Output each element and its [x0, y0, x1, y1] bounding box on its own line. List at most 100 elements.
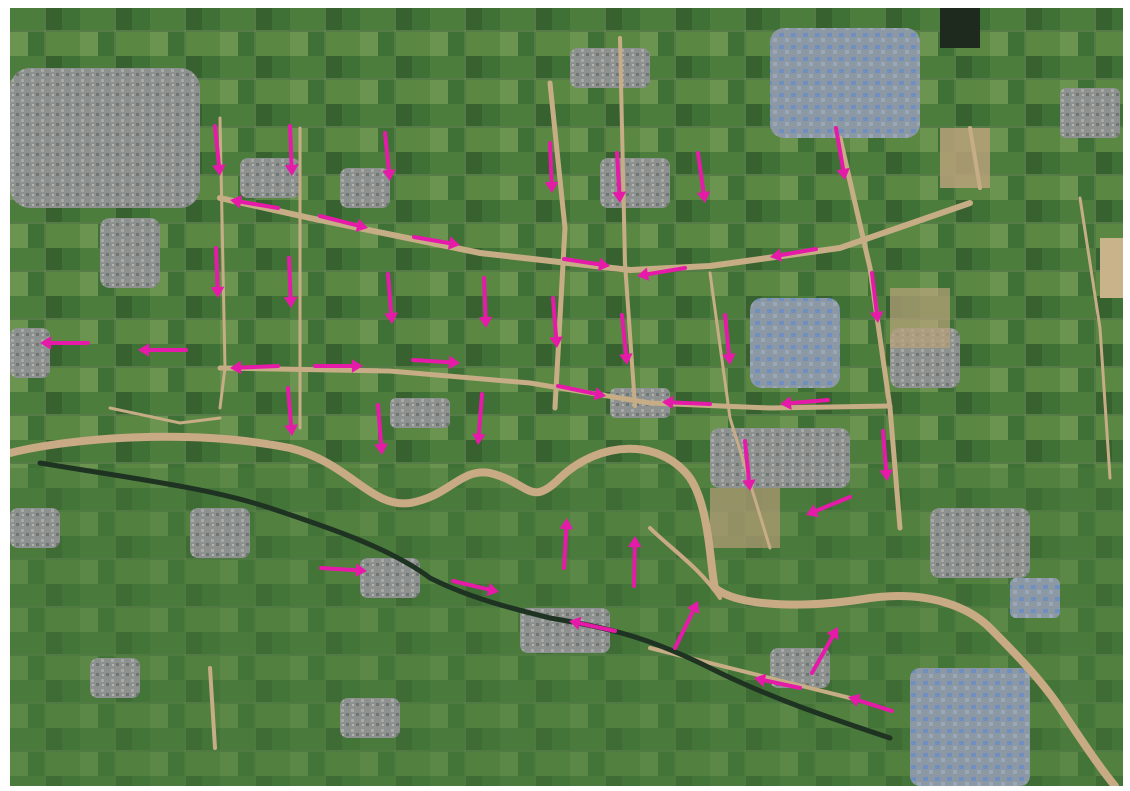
flow-arrow	[230, 360, 280, 375]
flow-arrow	[284, 124, 299, 176]
flow-arrow	[230, 195, 280, 210]
flow-arrow	[412, 235, 460, 250]
flow-arrow-head	[662, 395, 674, 410]
flow-arrow	[754, 673, 802, 690]
flow-arrow-shaft	[808, 495, 852, 516]
flow-arrow	[619, 313, 633, 365]
flow-arrow-shaft	[810, 629, 838, 675]
flow-arrow	[318, 214, 368, 232]
flow-arrow-head	[627, 536, 642, 548]
flow-arrow	[559, 518, 574, 570]
flow-arrow-shaft	[756, 677, 802, 690]
flow-arrow-head	[374, 443, 388, 455]
flow-arrow-head	[355, 218, 368, 232]
flow-arrow-head	[544, 181, 559, 193]
flow-arrow-head	[637, 267, 650, 281]
flow-arrow	[662, 395, 712, 410]
flow-arrow	[319, 563, 367, 578]
flow-arrow-shaft	[551, 296, 559, 346]
flow-arrow	[869, 271, 884, 323]
flow-arrow-shaft	[386, 272, 394, 322]
flow-arrow-shaft	[214, 246, 220, 296]
flow-arrow	[382, 131, 396, 181]
flow-arrow-head	[486, 582, 499, 597]
flow-arrow	[879, 429, 893, 481]
flow-arrow	[284, 386, 298, 436]
flow-arrow-head	[40, 336, 52, 350]
flow-arrow	[210, 246, 225, 298]
flow-arrow-head	[619, 353, 633, 365]
flow-arrow-shaft	[412, 235, 458, 247]
flow-arrow	[313, 359, 363, 373]
satellite-map	[10, 8, 1123, 786]
flow-arrow-head	[687, 601, 700, 614]
flow-arrow-head	[138, 343, 150, 357]
flow-arrow-head	[284, 164, 299, 176]
flow-arrow-shaft	[639, 266, 687, 278]
flow-arrow	[384, 272, 398, 324]
flow-arrow-shaft	[232, 364, 280, 370]
flow-arrow-head	[355, 563, 367, 578]
flow-arrow	[722, 313, 736, 365]
flow-arrow-shaft	[319, 566, 365, 573]
flow-arrow-head	[780, 396, 792, 410]
flow-arrow	[742, 439, 756, 491]
flow-arrow-shaft	[451, 579, 497, 593]
flow-arrow-shaft	[834, 126, 847, 178]
flow-arrow	[283, 256, 298, 308]
flow-arrow-head	[696, 191, 711, 203]
flow-arrow-shaft	[743, 439, 752, 489]
flow-arrow-shaft	[286, 386, 294, 434]
flow-arrow	[411, 355, 460, 370]
flow-arrow	[562, 257, 610, 272]
flow-arrow-head	[569, 616, 582, 630]
flow-arrow-head	[351, 359, 363, 373]
flow-arrow-head	[478, 316, 493, 328]
flow-arrow-shaft	[287, 256, 293, 306]
flow-arrow-shaft	[850, 696, 894, 713]
flow-arrow-shaft	[664, 400, 712, 406]
flow-arrow-shaft	[383, 131, 392, 179]
river	[10, 432, 1119, 786]
flow-arrow-head	[770, 248, 783, 262]
flow-arrow-shaft	[213, 124, 222, 174]
flow-arrow-head	[836, 167, 850, 180]
flow-arrow-shaft	[288, 124, 294, 174]
flow-arrow-shaft	[318, 214, 366, 229]
flow-arrow-head	[210, 286, 225, 298]
flow-arrow-head	[722, 353, 736, 365]
flow-arrow-head	[382, 169, 396, 181]
flow-arrow-head	[848, 693, 861, 707]
flow-arrow	[612, 151, 627, 203]
flow-arrow	[374, 403, 388, 455]
flow-arrow-head	[230, 195, 243, 209]
flow-arrow-head	[806, 504, 819, 518]
flow-arrows	[40, 124, 894, 713]
flow-arrow-shaft	[620, 313, 629, 363]
flow-arrow-head	[384, 312, 398, 324]
flow-arrow	[472, 392, 486, 445]
flow-arrow-head	[598, 257, 610, 272]
flow-arrow-head	[230, 360, 242, 375]
flow-arrow-head	[549, 336, 563, 348]
flow-arrow-head	[284, 424, 298, 436]
flow-arrow	[696, 151, 711, 203]
flow-arrow-shaft	[232, 198, 280, 210]
flow-arrow-shaft	[562, 257, 608, 268]
flow-arrow	[780, 396, 830, 410]
flow-arrow	[770, 247, 818, 262]
flow-arrow-shaft	[556, 384, 604, 397]
flow-arrow	[40, 336, 90, 350]
flow-arrow	[544, 141, 559, 193]
flow-arrow	[848, 693, 894, 713]
flow-arrow-head	[826, 627, 839, 640]
flow-arrow-shaft	[723, 313, 732, 363]
flow-arrow	[138, 343, 188, 357]
flow-arrow	[478, 276, 493, 328]
flow-arrow-shaft	[673, 603, 698, 650]
flow-arrow-head	[283, 296, 298, 308]
flow-arrow-shaft	[562, 520, 569, 570]
flow-arrow-shaft	[772, 247, 818, 259]
flow-arrow	[673, 601, 700, 650]
